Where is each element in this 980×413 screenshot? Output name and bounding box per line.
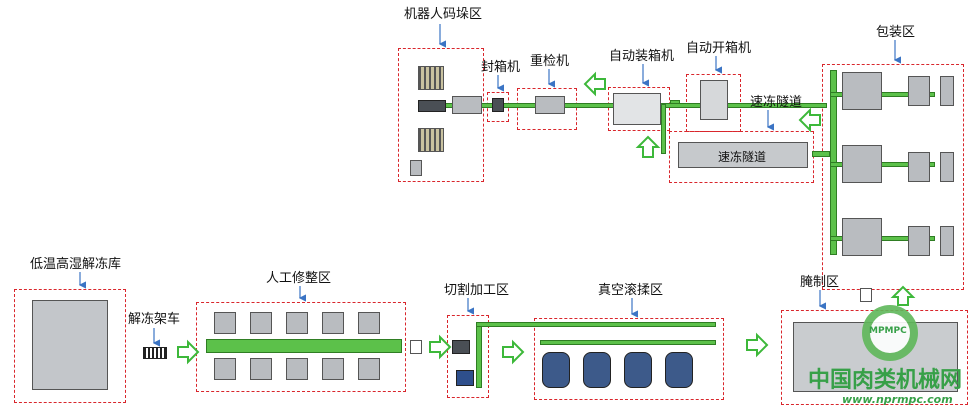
pallet-conveyor [452, 96, 482, 114]
tunnel-out-belt [812, 151, 830, 157]
robot-base [410, 160, 422, 176]
trimming-station-4 [322, 312, 344, 334]
cutting-machine-1 [452, 340, 470, 354]
thaw-room-label: 低温高湿解冻库 [30, 257, 122, 272]
checkweigher-label: 重检机 [530, 54, 570, 69]
packaging-label: 包装区 [876, 25, 916, 40]
pallet-stack-1 [418, 66, 444, 90]
watermark-cn: 中国肉类机械网 [808, 368, 963, 393]
sealer-label: 封箱机 [481, 60, 521, 75]
tumbler-2 [583, 352, 611, 388]
pallet-stack-2 [418, 128, 444, 152]
tumbler-3 [624, 352, 652, 388]
packaging-zone [822, 64, 964, 290]
auto-packer-label: 自动装箱机 [609, 49, 675, 64]
top-conveyor-right [670, 100, 680, 104]
tumbler-4 [665, 352, 693, 388]
packaging-machine-1 [842, 72, 882, 110]
trimming-station-1 [214, 312, 236, 334]
palletizing-label: 机器人码垛区 [404, 7, 483, 22]
thaw-rack-cart [143, 347, 167, 359]
tumbling-zone [534, 318, 724, 400]
packaging-branch-1 [830, 92, 935, 97]
packaging-cabinet-6 [940, 226, 954, 256]
checkweigher-machine [535, 96, 565, 114]
trimming-station-10 [358, 358, 380, 380]
trimming-station-7 [250, 358, 272, 380]
label-pointer-lines [78, 24, 901, 347]
watermark-badge-text: MPMPC [869, 326, 907, 336]
trimming-station-9 [322, 358, 344, 380]
cutting-machine-2 [456, 370, 474, 386]
thaw-room-cabinet [32, 300, 108, 390]
packaging-cabinet-2 [908, 152, 930, 182]
freezing-tunnel-label: 速冻隧道 [750, 95, 803, 110]
packaging-cabinet-1 [908, 76, 930, 106]
tumbling-conveyor-mid [540, 340, 716, 345]
trimming-outfeed-box [410, 340, 422, 354]
packaging-cabinet-3 [908, 226, 930, 256]
tumbling-label: 真空滚揉区 [598, 283, 664, 298]
box-opener-label: 自动开箱机 [686, 41, 752, 56]
trimming-station-5 [358, 312, 380, 334]
checkweigher-zone [517, 88, 577, 130]
thaw-rack-label: 解冻架车 [128, 312, 181, 327]
trimming-label: 人工修整区 [266, 271, 332, 286]
packaging-branch-2 [830, 162, 935, 167]
tumbling-conveyor-top [476, 322, 716, 327]
trimming-station-6 [214, 358, 236, 380]
packaging-branch-3 [830, 236, 935, 241]
robot-arm [418, 100, 446, 112]
sealer-machine [492, 98, 504, 112]
trimming-conveyor [206, 339, 402, 353]
freezing-tunnel-body [678, 142, 808, 168]
trimming-zone [196, 302, 406, 392]
tunnel-feed-vertical [661, 104, 666, 154]
packaging-machine-3 [842, 218, 882, 256]
trimming-station-3 [286, 312, 308, 334]
thaw-room-zone [14, 289, 126, 403]
auto-packer-zone [608, 87, 670, 131]
watermark-badge-graphic [862, 305, 918, 361]
packaging-machine-2 [842, 145, 882, 183]
marinating-infeed-box [860, 288, 872, 302]
cutting-zone [447, 315, 489, 398]
trimming-station-8 [286, 358, 308, 380]
cutting-label: 切割加工区 [444, 283, 510, 298]
box-opener-machine [700, 80, 728, 120]
watermark-url: www.nprmpc.com [842, 393, 953, 406]
freezing-tunnel-text: 速冻隧道 [718, 150, 767, 164]
trimming-station-2 [250, 312, 272, 334]
packaging-cabinet-5 [940, 152, 954, 182]
marinating-label: 腌制区 [800, 275, 840, 290]
packaging-cabinet-4 [940, 76, 954, 106]
tumbler-1 [542, 352, 570, 388]
palletizing-zone [398, 48, 484, 182]
freezing-tunnel-zone [669, 131, 814, 183]
auto-packer-machine [613, 93, 661, 125]
flow-arrows [177, 71, 916, 365]
